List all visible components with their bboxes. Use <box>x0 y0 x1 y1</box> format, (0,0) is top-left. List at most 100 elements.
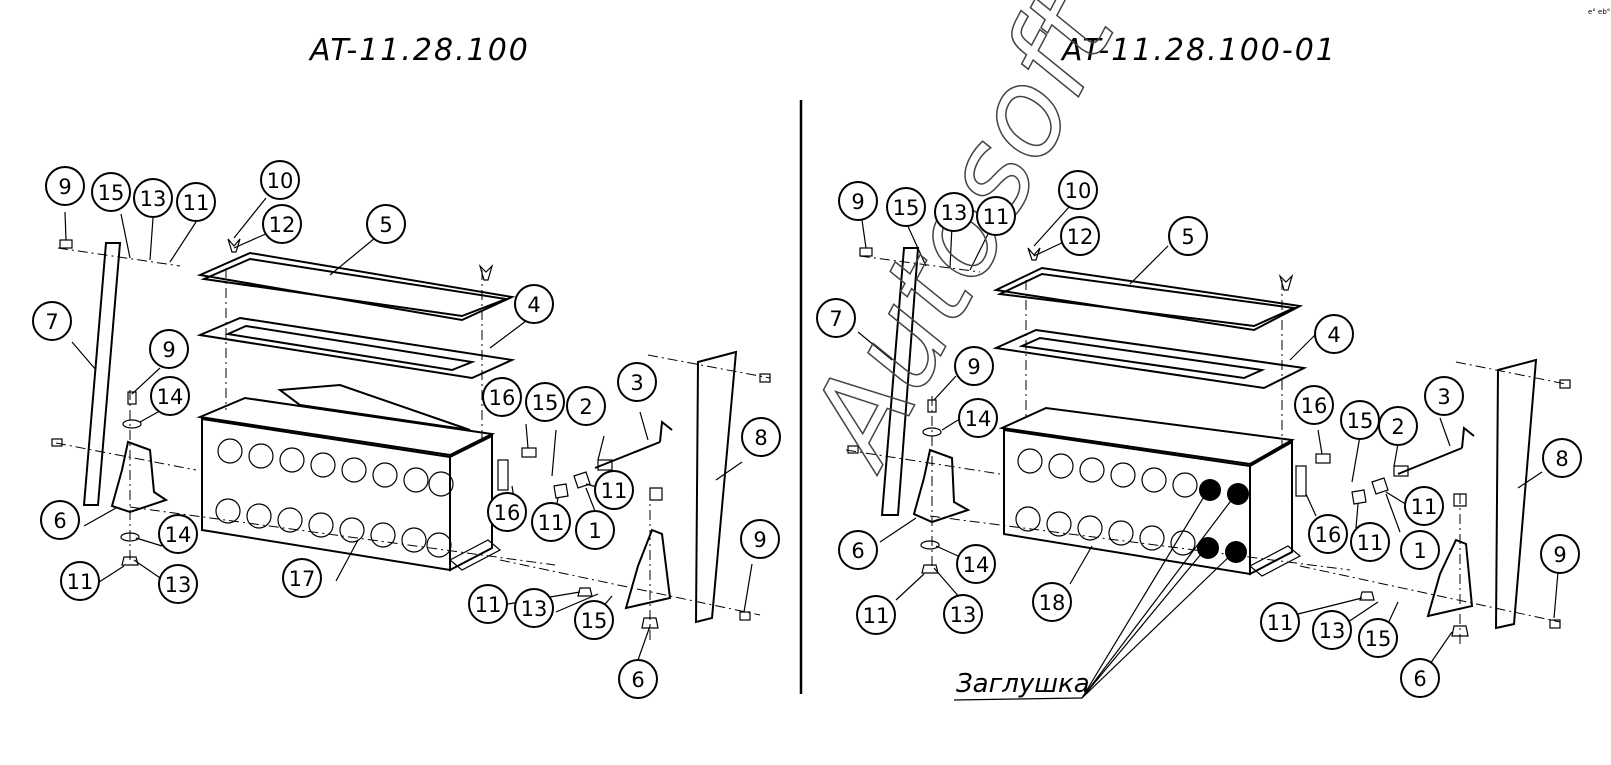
right-handle-crank <box>1461 426 1475 449</box>
callout-circle <box>1358 618 1398 658</box>
callout-circle <box>594 470 634 510</box>
right-lid-inner <box>996 272 1298 328</box>
right-callout-2: 2 <box>1378 406 1418 446</box>
left-callout-11: 11 <box>594 470 634 510</box>
callout-circle <box>617 362 657 402</box>
callout-circle <box>958 398 998 438</box>
callout-number: 15 <box>532 391 559 415</box>
left-callout-9: 9 <box>740 519 780 559</box>
left-bolt-top <box>649 487 663 501</box>
callout-circle <box>934 192 974 232</box>
callout-circle <box>150 376 190 416</box>
callout-number: 5 <box>1181 225 1194 249</box>
left-box-side <box>449 434 493 572</box>
right-axis-line-3 <box>859 255 981 273</box>
callout-number: 13 <box>941 201 968 225</box>
corner-mark: e° eb° <box>1588 8 1610 16</box>
right-washer-14a <box>922 427 942 437</box>
left-lid-inner <box>200 257 510 318</box>
callout-circle <box>1260 602 1300 642</box>
callout-circle <box>468 584 508 624</box>
right-callout-18: 18 <box>1032 582 1072 622</box>
right-callout-10: 10 <box>1058 170 1098 210</box>
right-callout-8: 8 <box>1542 438 1582 478</box>
callout-circle <box>149 329 189 369</box>
callout-circle <box>262 204 302 244</box>
right-gasket-opening <box>1018 336 1266 380</box>
left-box-inner-panel <box>277 383 471 431</box>
callout-circle <box>574 600 614 640</box>
callout-number: 16 <box>1315 523 1342 547</box>
right-gland-row-top <box>1017 448 1249 505</box>
callout-circle <box>618 659 658 699</box>
callout-number: 11 <box>67 570 94 594</box>
right-callout-5: 5 <box>1168 216 1208 256</box>
right-gasket <box>992 328 1308 390</box>
left-callout-17: 17 <box>282 558 322 598</box>
right-box-side <box>1249 440 1293 576</box>
callout-number: 15 <box>1365 627 1392 651</box>
right-callout-16: 16 <box>1308 514 1348 554</box>
left-callout-6: 6 <box>40 500 80 540</box>
callout-circle <box>514 284 554 324</box>
callout-circle <box>1060 216 1100 256</box>
callout-circle <box>886 187 926 227</box>
left-callout-9: 9 <box>45 166 85 206</box>
callout-circle <box>1294 385 1334 425</box>
right-bracket-6a <box>912 448 971 524</box>
callout-circle <box>741 417 781 457</box>
callout-number: 18 <box>1039 591 1066 615</box>
right-box-top-rim <box>998 406 1296 466</box>
right-callout-13: 13 <box>943 594 983 634</box>
callout-circle <box>158 514 198 554</box>
callout-circle <box>566 386 606 426</box>
left-bolt-9a <box>59 239 73 249</box>
callout-number: 11 <box>1411 495 1438 519</box>
right-callout-16: 16 <box>1294 385 1334 425</box>
callout-number: 10 <box>1065 179 1092 203</box>
left-callout-15: 15 <box>574 600 614 640</box>
left-gland-row-bottom <box>215 498 452 558</box>
left-nut-bottom <box>641 617 659 629</box>
callout-circle <box>1424 376 1464 416</box>
callout-number: 4 <box>1327 323 1340 347</box>
callout-circle <box>954 346 994 386</box>
left-callout-4: 4 <box>514 284 554 324</box>
callout-number: 11 <box>183 191 210 215</box>
right-callout-7: 7 <box>816 298 856 338</box>
callout-number: 15 <box>581 609 608 633</box>
left-gasket <box>196 316 516 380</box>
right-callout-14: 14 <box>956 544 996 584</box>
callout-number: 15 <box>893 196 920 220</box>
callout-number: 9 <box>1553 543 1566 567</box>
callout-circle <box>816 298 856 338</box>
right-assembly-title: AT-11.28.100-01 <box>1060 33 1337 68</box>
left-washer-14b <box>120 532 140 542</box>
callout-number: 16 <box>1301 394 1328 418</box>
right-bolt-top <box>1453 493 1467 507</box>
left-handle-crank <box>659 420 673 443</box>
right-nut-bottom <box>1451 625 1469 637</box>
callout-number: 15 <box>98 181 125 205</box>
callout-number: 2 <box>1391 415 1404 439</box>
right-callout-11: 11 <box>976 196 1016 236</box>
left-box-top-rim <box>196 396 496 457</box>
left-callout-11: 11 <box>468 584 508 624</box>
callout-number: 12 <box>1067 225 1094 249</box>
right-assembly: Заглушка <box>845 205 1571 701</box>
callout-circle <box>1032 582 1072 622</box>
right-wingnut-10b <box>1278 273 1294 291</box>
callout-number: 11 <box>601 479 628 503</box>
left-callout-9: 9 <box>149 329 189 369</box>
left-handle-3 <box>594 441 661 469</box>
right-strip-8 <box>1494 358 1538 630</box>
right-washer-14b <box>920 540 940 550</box>
callout-number: 13 <box>140 187 167 211</box>
callout-circle <box>158 564 198 604</box>
right-callout-11: 11 <box>1260 602 1300 642</box>
callout-number: 6 <box>1413 667 1426 691</box>
callout-circle <box>32 301 72 341</box>
left-callout-8: 8 <box>741 417 781 457</box>
left-bolt-9b <box>127 391 137 405</box>
callout-number: 15 <box>1347 409 1374 433</box>
